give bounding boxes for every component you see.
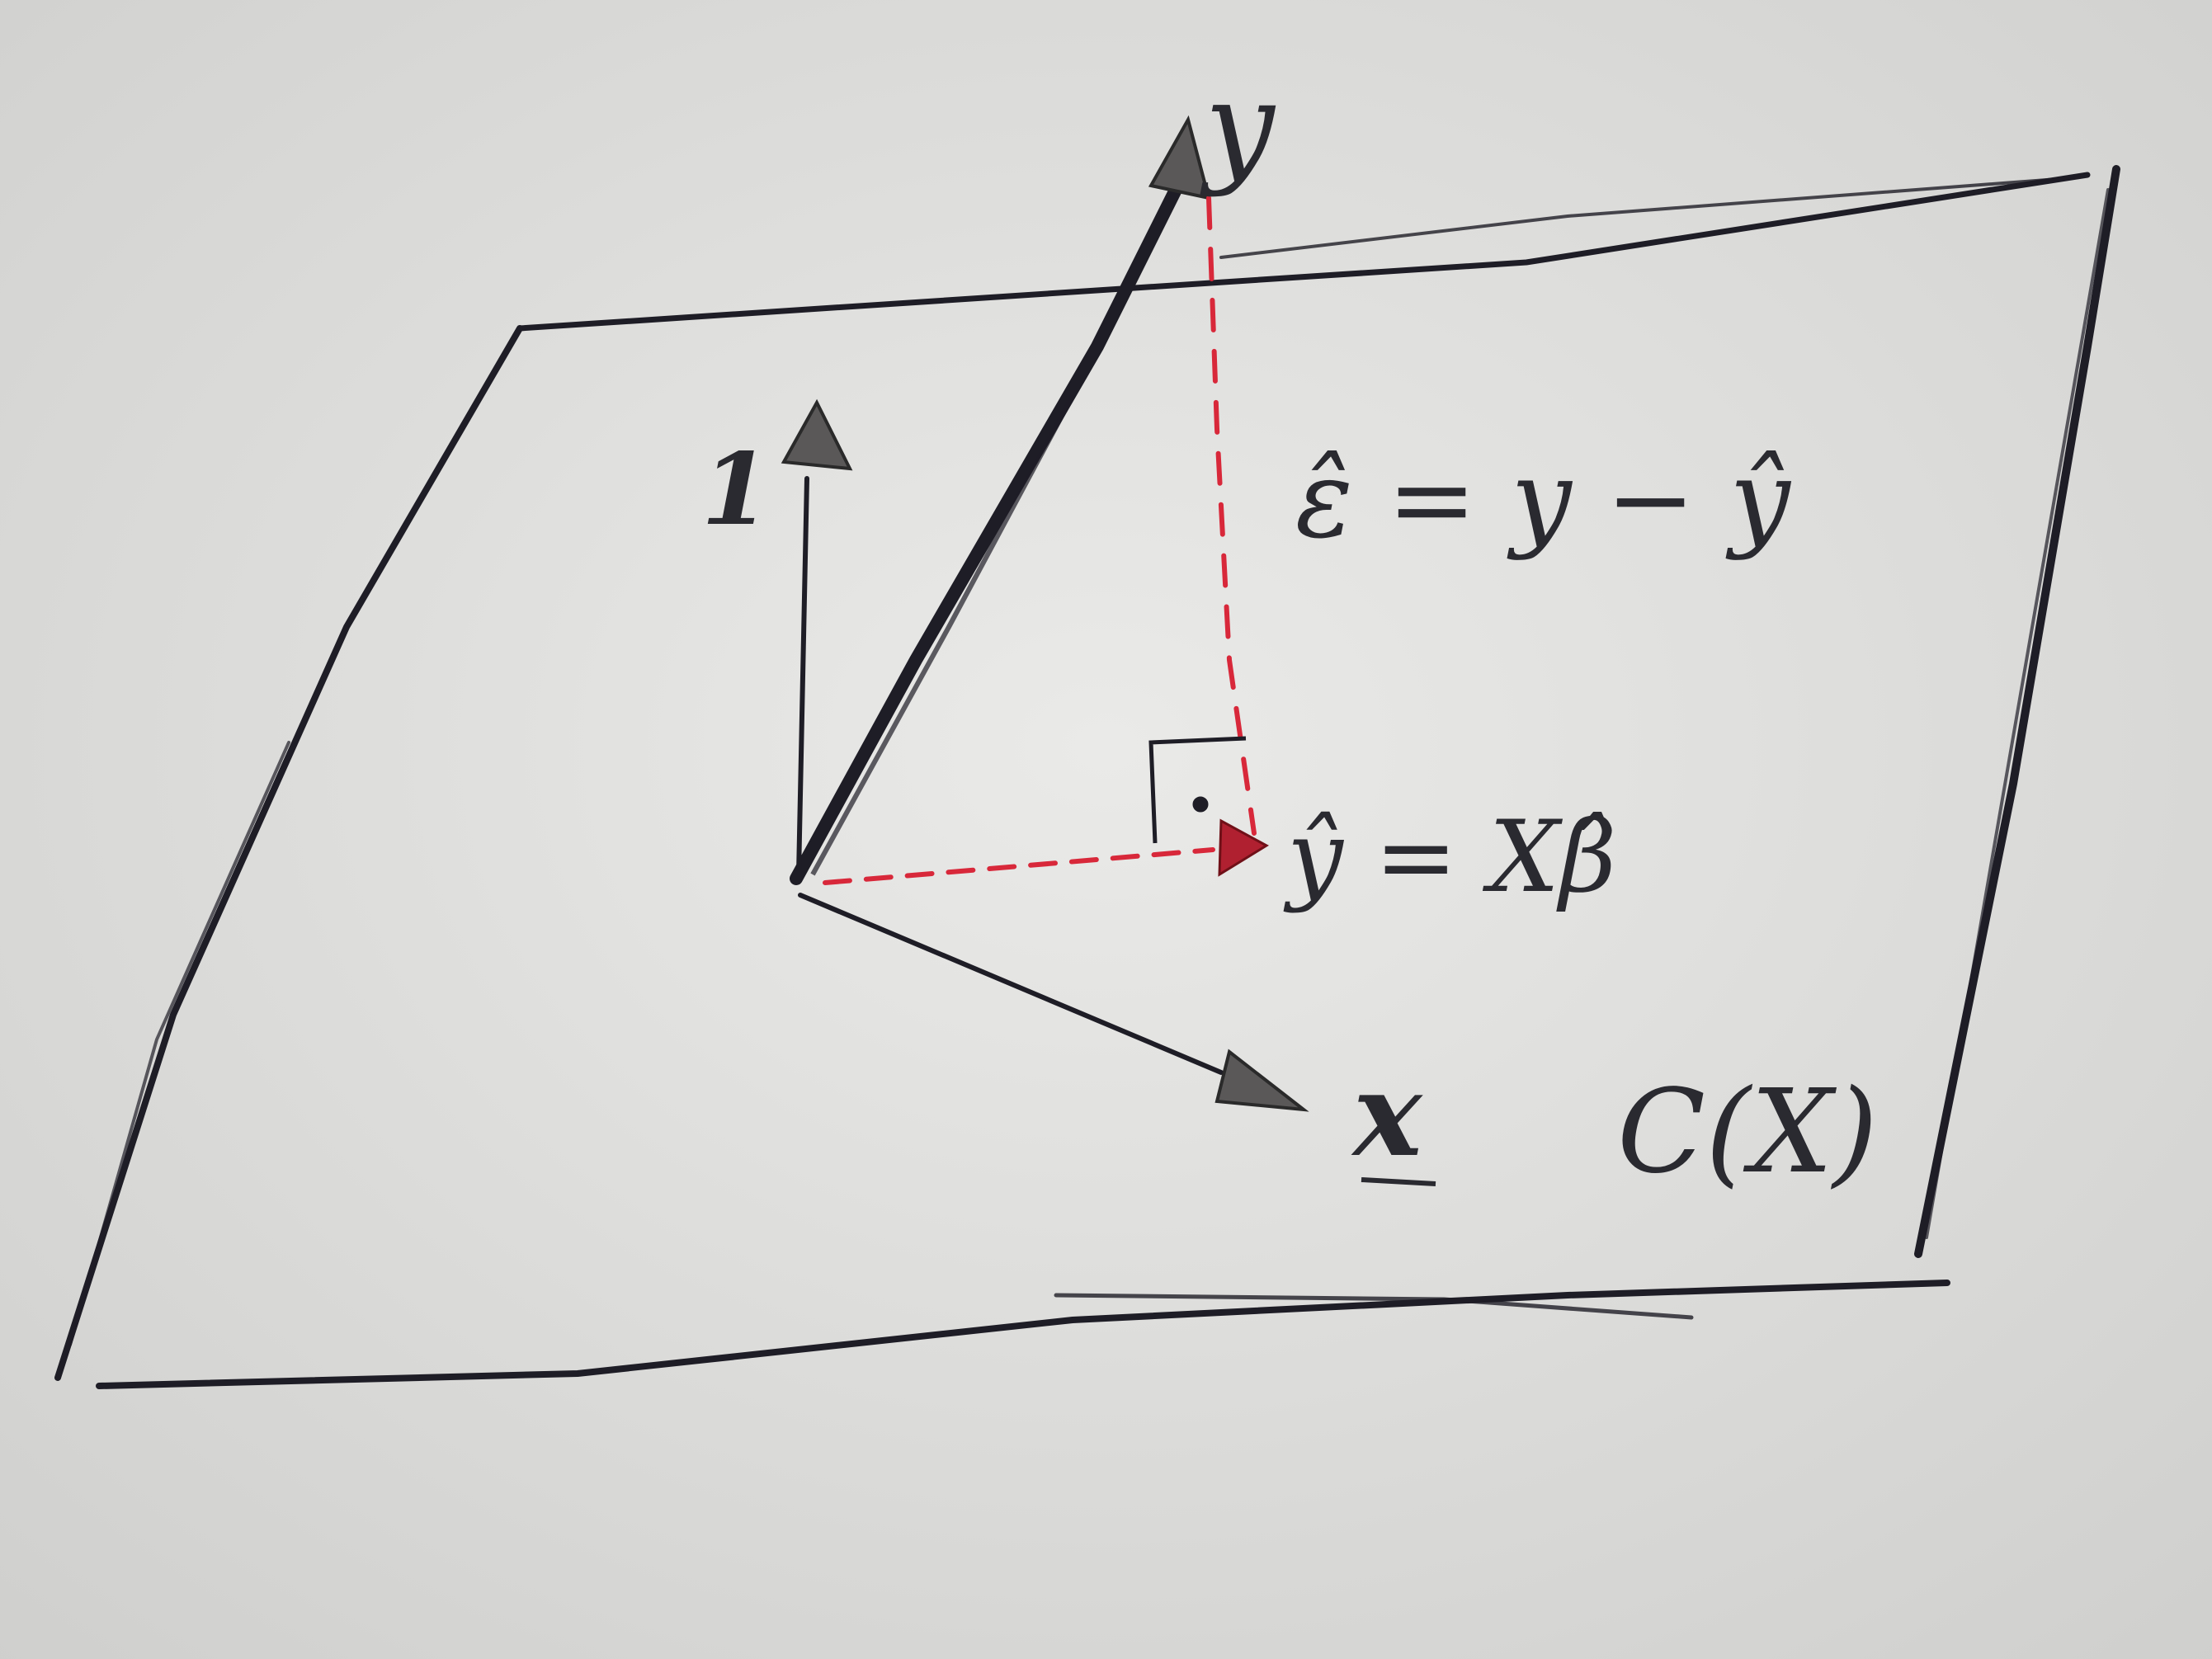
label-x: x <box>1351 1048 1423 1183</box>
x-arrowhead <box>1214 1049 1309 1112</box>
fitted-vector-dashed <box>823 847 1215 885</box>
label-y: y <box>1200 55 1276 199</box>
x-vector <box>798 893 1309 1112</box>
plane-top-edge-sketch <box>1219 176 2081 259</box>
label-x-underline <box>1361 1177 1436 1186</box>
one-arrowhead <box>781 398 853 471</box>
label-column-space: C(X) <box>1617 1065 1878 1199</box>
plane-left-edge <box>54 325 523 1381</box>
plane-left-edge-sketch <box>68 741 290 1346</box>
plane-outline <box>54 165 2120 1389</box>
y-arrowhead <box>1148 115 1211 200</box>
residual-dashed <box>1206 196 1257 836</box>
fitted-arrowhead <box>1218 818 1269 877</box>
label-one: 1 <box>701 431 771 548</box>
fitted-vector <box>823 818 1269 885</box>
x-vector-line <box>798 893 1224 1075</box>
plane-bottom-edge <box>96 1280 1950 1389</box>
plane-right-edge-sketch <box>1925 188 2110 1239</box>
plane-top-edge <box>516 172 2091 332</box>
right-angle-marker <box>1148 736 1247 844</box>
y-vector <box>790 115 1211 885</box>
y-vector-line-sketch <box>810 394 1075 876</box>
right-angle-box <box>1148 736 1247 844</box>
y-vector-line <box>790 158 1195 885</box>
one-vector-line <box>796 476 809 877</box>
one-vector <box>781 398 853 877</box>
plane-bottom-edge-sketch <box>1054 1293 1694 1320</box>
label-fitted: ŷ = Xβ̂ <box>1283 800 1616 915</box>
label-residual: ε̂ = y − ŷ <box>1295 436 1791 562</box>
right-angle-dot <box>1192 796 1209 813</box>
